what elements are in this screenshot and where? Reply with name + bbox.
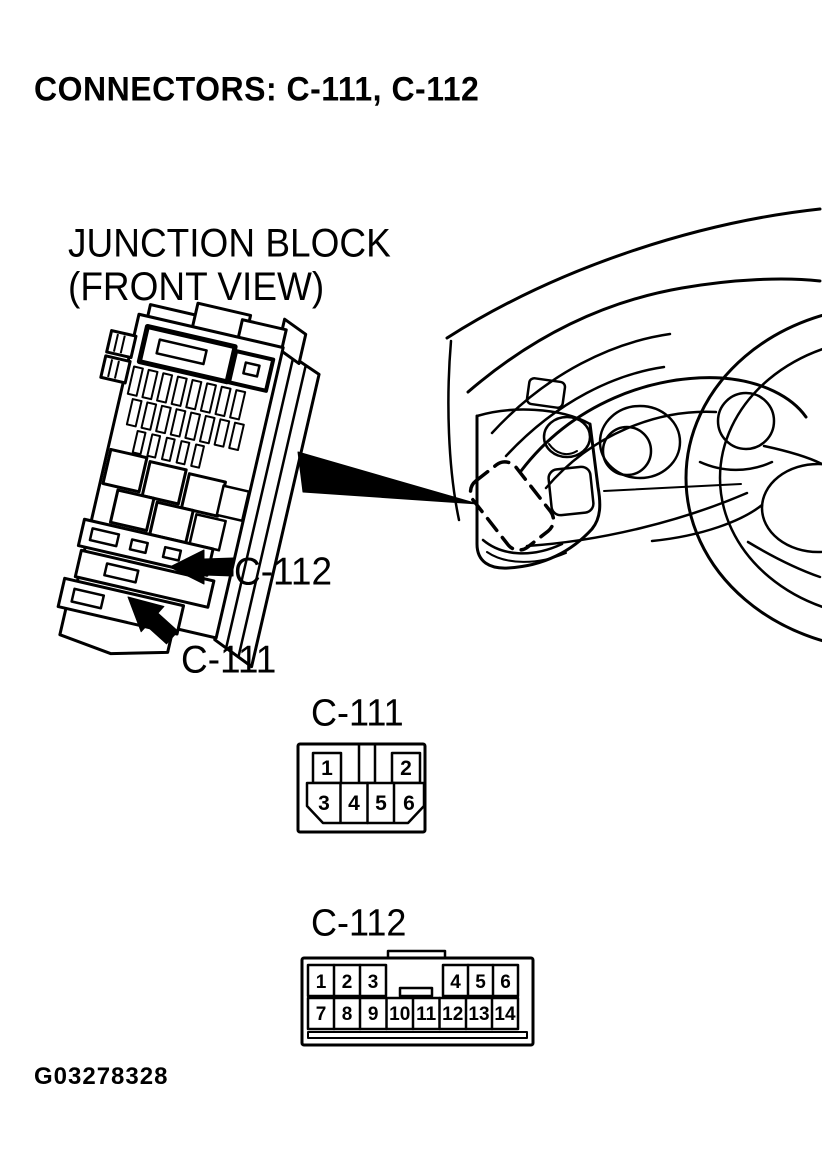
- pin-label: 11: [416, 1004, 437, 1025]
- callout-c111-label: C-111: [181, 638, 277, 682]
- c112-top-right-block: [441, 963, 520, 998]
- pin-label: 6: [403, 792, 415, 815]
- dashboard-drawing: [445, 207, 822, 643]
- figure-id: G03278328: [34, 1063, 169, 1090]
- connector-c111-diagram: 1 2 3 4 5 6: [296, 742, 427, 834]
- connector-c112-title: C-112: [311, 901, 407, 945]
- junction-block-caption-line1: JUNCTION BLOCK: [68, 220, 391, 266]
- c112-center-ledge: [398, 986, 434, 998]
- pin-label: 3: [368, 972, 379, 993]
- junction-block-location-dashed-outline: [468, 460, 556, 552]
- steering-wheel-rim: [684, 313, 822, 643]
- main-illustration: [56, 207, 822, 669]
- pin-label: 5: [375, 792, 387, 815]
- steering-wheel-hub: [760, 462, 822, 554]
- pin-label: 4: [450, 972, 461, 993]
- c112-arrow: [169, 549, 234, 585]
- small-vent: [525, 377, 567, 409]
- pin-label: 6: [500, 972, 511, 993]
- page-title: CONNECTORS: C-111, C-112: [34, 69, 480, 108]
- junction-block-caption: JUNCTION BLOCK (FRONT VIEW): [68, 220, 391, 309]
- pin-label: 8: [342, 1004, 353, 1025]
- pin-label: 2: [400, 757, 412, 780]
- callout-c112-label: C-112: [234, 550, 333, 594]
- connector-c111-title: C-111: [311, 691, 404, 735]
- pin-label: 1: [316, 972, 327, 993]
- c111-key-notch: [357, 745, 377, 785]
- gauge-right: [716, 391, 776, 451]
- location-pointer-wedge: [297, 451, 479, 505]
- pin-label: 9: [368, 1004, 379, 1025]
- pin-label: 12: [442, 1004, 463, 1025]
- gauge-left: [598, 404, 682, 480]
- c112-top-left-block: [306, 963, 388, 998]
- connector-c112-diagram: 1 2 3 4 5 6 7 8 9 10 11 12 13 14: [300, 949, 535, 1047]
- pin-cell: [311, 751, 343, 785]
- c112-bottom-strip: [307, 1031, 528, 1039]
- pin-label: 4: [348, 792, 360, 815]
- junction-block-caption-line2: (FRONT VIEW): [68, 264, 325, 309]
- switch-panel: [547, 465, 595, 517]
- pin-label: 13: [468, 1004, 489, 1025]
- pin-label: 5: [475, 972, 486, 993]
- round-vent: [542, 415, 592, 459]
- pin-label: 3: [318, 792, 330, 815]
- pin-label: 2: [342, 972, 353, 993]
- pin-label: 14: [494, 1004, 516, 1025]
- pin-label: 7: [316, 1004, 327, 1025]
- pin-label: 1: [321, 757, 333, 780]
- pin-label: 10: [389, 1004, 410, 1025]
- c111-arrow: [127, 596, 179, 645]
- fuse-slot-row: [125, 365, 247, 469]
- junction-block-drawing: [56, 301, 321, 669]
